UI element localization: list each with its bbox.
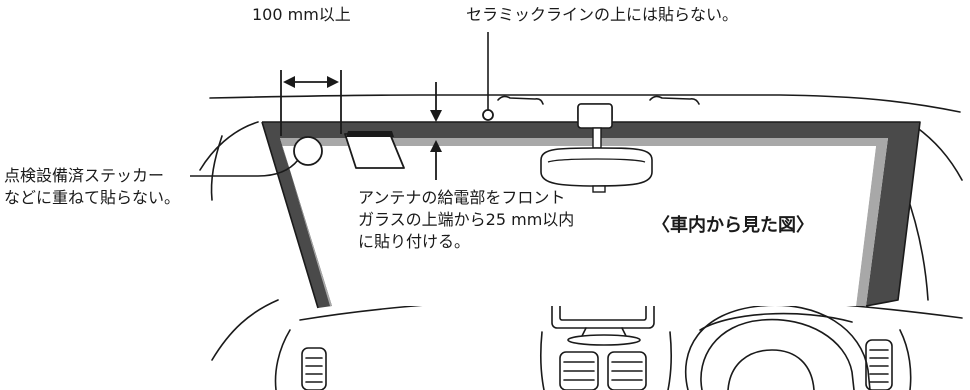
edge-arrowhead-up bbox=[430, 140, 442, 152]
right-side-vent bbox=[865, 339, 893, 390]
sticker-label-line2: などに重ねて貼らない。 bbox=[4, 188, 181, 207]
steering-wheel-inner bbox=[700, 318, 855, 390]
view-caption: 〈車内から見た図〉 bbox=[652, 215, 814, 236]
dome-light-left bbox=[497, 95, 544, 105]
windshield-glass bbox=[286, 146, 876, 306]
dim-arrowhead-right bbox=[327, 76, 339, 88]
steering-hub bbox=[727, 349, 815, 390]
center-vent-left bbox=[559, 351, 599, 390]
antenna-label-line2: ガラスの上端から25 mm以内 bbox=[358, 210, 575, 229]
antenna-label-line1: アンテナの給電部をフロント bbox=[358, 188, 566, 207]
left-dash-curve bbox=[274, 329, 291, 390]
edge-arrowhead-down bbox=[430, 110, 442, 122]
roof-outline bbox=[209, 94, 961, 113]
nav-monitor-base bbox=[567, 334, 641, 346]
antenna-label-line3: に貼り付ける。 bbox=[358, 232, 471, 251]
instrument-hood bbox=[699, 312, 853, 331]
inspection-sticker bbox=[293, 136, 323, 166]
left-pillar-lower bbox=[211, 299, 279, 361]
left-pillar-trim bbox=[210, 135, 223, 201]
center-vent-right bbox=[607, 351, 647, 390]
ceramic-line-label: セラミックラインの上には貼らない。 bbox=[466, 5, 739, 24]
dome-light-right bbox=[649, 95, 700, 105]
min-distance-label: 100 mm以上 bbox=[252, 5, 351, 24]
steering-wheel-outer bbox=[684, 304, 871, 390]
left-side-vent bbox=[301, 347, 327, 390]
sticker-label-line1: 点検設備済ステッカー bbox=[4, 166, 165, 185]
right-dash-edge bbox=[899, 329, 912, 390]
left-pillar-outer bbox=[199, 121, 259, 171]
dim-arrowhead-left bbox=[283, 76, 295, 88]
sticker-leader bbox=[190, 159, 299, 177]
ceramic-leader-dot bbox=[482, 109, 494, 121]
console-outline bbox=[539, 331, 673, 390]
